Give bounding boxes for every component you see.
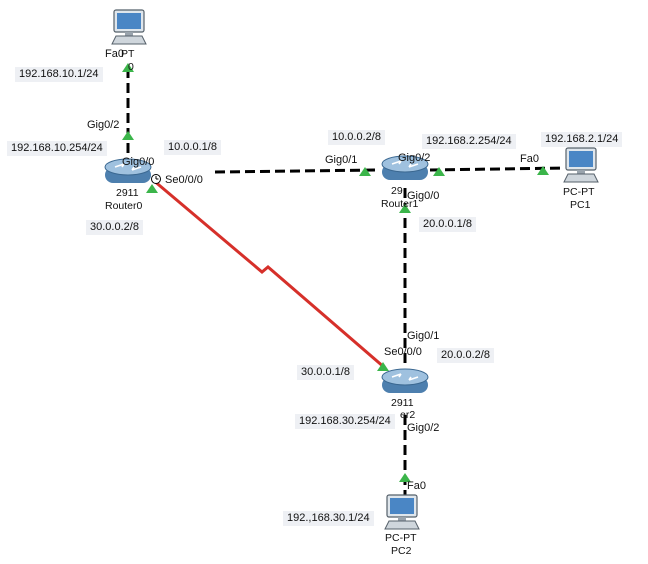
- pc0-ip-label: 192.168.10.1/24: [15, 67, 103, 82]
- router1-icon[interactable]: [381, 155, 429, 180]
- status-pc1-fa0: [537, 166, 549, 175]
- router2-gig02-ip-label: 192.168.30.254/24: [295, 414, 395, 429]
- pc2-port-fa0: Fa0: [407, 480, 426, 492]
- status-pc0-fa0: [122, 63, 134, 72]
- pc1-name-label: PC1: [570, 199, 591, 211]
- router2-port-gig01: Gig0/1: [407, 330, 440, 342]
- router0-port-gig02: Gig0/2: [87, 119, 120, 131]
- router2-icon[interactable]: [381, 368, 429, 393]
- pc1-model-label: PC-PT: [563, 186, 595, 198]
- pc0-model-label: PT: [121, 48, 135, 60]
- router1-port-gig00: Gig0/0: [407, 190, 440, 202]
- status-router1-gig01: [359, 167, 371, 176]
- router0-icon[interactable]: [104, 158, 152, 183]
- pc2-computer-icon[interactable]: [384, 494, 420, 530]
- router0-gig00-ip-label: 30.0.0.2/8: [86, 220, 143, 235]
- router2-name-label: er2: [400, 409, 416, 421]
- router0-gig02-ip-label: 192.168.10.254/24: [7, 141, 107, 156]
- pc1-port-fa0: Fa0: [520, 153, 539, 165]
- status-router1-gig00: [399, 204, 411, 213]
- status-router0-gig02: [122, 131, 134, 140]
- pc1-computer-icon[interactable]: [563, 147, 599, 183]
- router2-se-ip-label: 30.0.0.1/8: [297, 365, 354, 380]
- status-router1-gig02: [433, 167, 445, 176]
- router2-port-se: Se0/0/0: [384, 346, 422, 358]
- status-pc2-fa0: [399, 473, 411, 482]
- router0-name-label: Router0: [105, 200, 143, 212]
- router1-model-label: 29: [391, 185, 403, 197]
- router1-gig02-ip-label: 192.168.2.254/24: [422, 134, 516, 149]
- pc2-name-label: PC2: [391, 545, 412, 557]
- router2-port-gig02: Gig0/2: [407, 422, 440, 434]
- pc0-port-fa0: Fa0: [105, 48, 124, 60]
- link-router0-router1[interactable]: [214, 168, 381, 174]
- router0-port-gig00: Gig0/0: [122, 156, 155, 168]
- router1-gig01-ip-label: 10.0.0.2/8: [328, 130, 385, 145]
- router1-port-gig01: Gig0/1: [325, 154, 358, 166]
- router1-port-gig02: Gig0/2: [398, 152, 431, 164]
- clock-icon: [151, 174, 161, 184]
- status-router0-gig00: [146, 184, 158, 193]
- link-serial-router0-router2[interactable]: [152, 178, 386, 370]
- router0-se-ip-label: 10.0.0.1/8: [164, 140, 221, 155]
- status-router2-se: [377, 362, 389, 371]
- router1-name-label: Router1: [381, 198, 419, 210]
- pc0-name-label: 0: [128, 61, 134, 73]
- router2-model-label: 2911: [391, 397, 414, 409]
- status-triangles: [122, 63, 549, 482]
- router1-gig00-ip-label: 20.0.0.1/8: [419, 217, 476, 232]
- router2-gig01-ip-label: 20.0.0.2/8: [437, 348, 494, 363]
- pc2-ip-label: 192.,168.30.1/24: [283, 511, 374, 526]
- pc0-computer-icon[interactable]: [111, 9, 147, 45]
- router0-model-label: 2911: [116, 187, 139, 199]
- pc1-ip-label: 192.168.2.1/24: [541, 132, 623, 147]
- pc2-model-label: PC-PT: [385, 532, 417, 544]
- router0-port-se: Se0/0/0: [165, 174, 203, 186]
